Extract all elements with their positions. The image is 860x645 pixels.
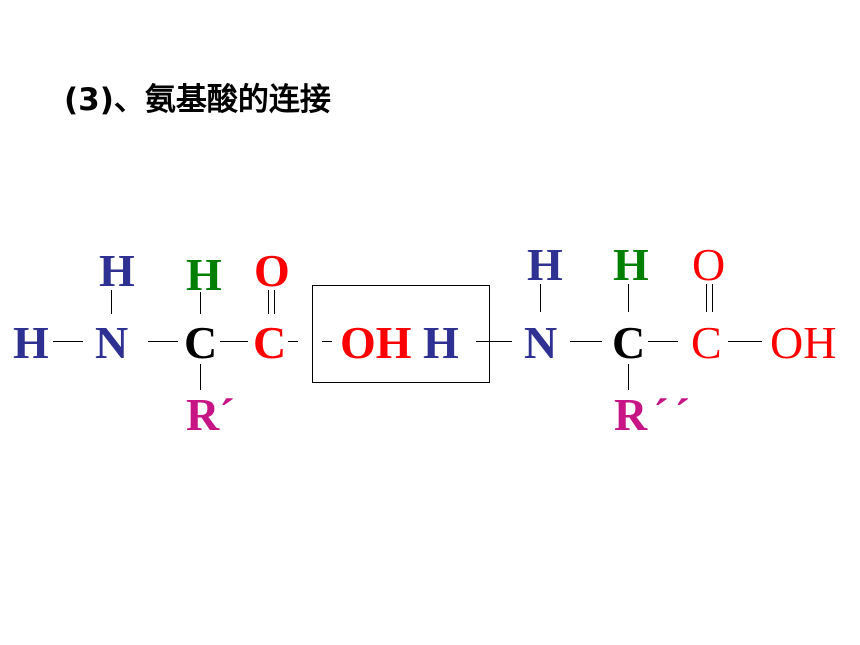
aa2-r-group: R´´ [614,389,696,440]
bond-h-n-1 [53,341,83,343]
aa1-h-on-n: H [99,245,135,296]
bond-c-oh-1b [322,341,332,343]
bond-n-c-1 [148,341,178,343]
aa1-r-group: R´ [186,389,235,440]
bond-c-c-1 [220,341,248,343]
aa2-oh: OH [770,317,837,368]
aa2-h-on-c: H [613,239,649,290]
bond-c-o-double-2a [706,284,708,312]
aa2-h-on-n: H [527,239,563,290]
aa2-carbonyl-c: C [691,317,722,368]
bond-c-c-2 [648,341,678,343]
aa2-n: N [524,317,558,368]
bond-c-oh-1 [288,341,298,343]
bond-h-n-2 [476,341,512,343]
aa1-h-on-c: H [186,249,222,300]
aa1-n: N [95,317,129,368]
aa1-carbonyl-c: C [253,317,287,368]
bond-c-o-double-1b [274,290,276,314]
bond-c-r-2 [628,364,630,390]
bond-c-h-1 [200,292,202,314]
bond-c-o-double-1a [268,290,270,314]
dehydration-box [312,285,490,383]
aa1-o-double: O [254,245,290,296]
aa1-h-terminal: H [13,317,49,368]
bond-c-r-1 [200,364,202,390]
aa1-oh: OH [340,317,412,368]
bond-n-h-2 [540,284,542,312]
bond-n-c-2 [570,341,602,343]
aa2-alpha-c: C [612,317,646,368]
aa2-o-double: O [692,239,726,290]
bond-c-oh-2 [728,341,762,343]
bond-n-h-1 [111,290,113,314]
slide-title: (3)、氨基酸的连接 [64,82,331,118]
bond-c-o-double-2b [712,284,714,312]
aa1-alpha-c: C [184,317,218,368]
bond-c-h-2 [628,284,630,312]
aa2-h-leaving: H [423,317,459,368]
